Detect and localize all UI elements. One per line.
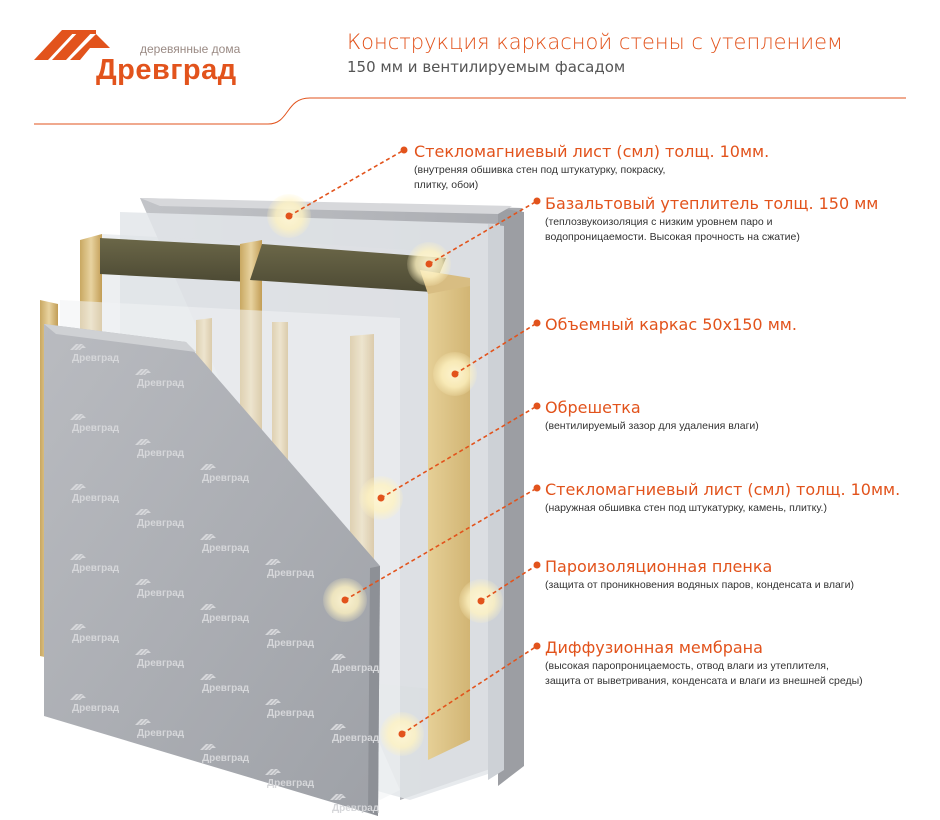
svg-text:Древград: Древград bbox=[267, 638, 315, 649]
svg-text:Древград: Древград bbox=[72, 493, 120, 504]
watermark-logo: Древград bbox=[330, 654, 380, 674]
watermark-logo: Древград bbox=[135, 369, 185, 389]
panel-watermarks: ДревградДревградДревградДревградДревград… bbox=[70, 344, 380, 814]
callouts bbox=[267, 146, 541, 756]
svg-text:Древград: Древград bbox=[72, 353, 120, 364]
svg-text:Древград: Древград bbox=[267, 708, 315, 719]
callout-end-dot-6 bbox=[533, 561, 541, 569]
svg-text:Древград: Древград bbox=[137, 378, 185, 389]
watermark-logo: Древград bbox=[135, 719, 185, 739]
outer-smlist-panel bbox=[44, 324, 380, 816]
callout-dot-2 bbox=[425, 260, 433, 268]
callout-dot-4 bbox=[377, 494, 385, 502]
brand-tagline: деревянные дома bbox=[140, 42, 241, 56]
watermark-logo: Древград bbox=[265, 699, 315, 719]
svg-text:Древград: Древград bbox=[137, 728, 185, 739]
watermark-logo: Древград bbox=[200, 534, 250, 554]
callout-leader-3 bbox=[454, 322, 538, 375]
svg-text:Древград: Древград bbox=[137, 658, 185, 669]
watermark-logo: Древград bbox=[135, 509, 185, 529]
callout-dot-1 bbox=[285, 212, 293, 220]
callout-leader-4 bbox=[380, 405, 538, 499]
layer-1-title: Стекломагниевый лист (смл) толщ. 10мм. bbox=[414, 142, 770, 161]
layer-5-desc-1: (наружная обшивка стен под штукатурку, к… bbox=[545, 502, 827, 514]
watermark-logo: Древград bbox=[135, 439, 185, 459]
watermark-logo: Древград bbox=[265, 629, 315, 649]
layer-7-title: Диффузионная мембрана bbox=[545, 638, 763, 657]
callout-leader-7 bbox=[401, 645, 538, 735]
callout-leader-5 bbox=[344, 487, 538, 601]
layer-3-title: Объемный каркас 50х150 мм. bbox=[545, 315, 797, 334]
layer-6-desc-1: (защита от проникновения водяных паров, … bbox=[545, 579, 854, 591]
layer-2-desc-2: водопроницаемости. Высокая прочность на … bbox=[545, 231, 800, 243]
watermark-logo: Древград bbox=[70, 414, 120, 434]
svg-text:Древград: Древград bbox=[332, 803, 380, 814]
callout-dot-3 bbox=[451, 370, 459, 378]
svg-text:Древград: Древград bbox=[202, 613, 250, 624]
watermark-logo: Древград bbox=[70, 484, 120, 504]
svg-text:Древград: Древград bbox=[202, 683, 250, 694]
watermark-logo: Древград bbox=[70, 624, 120, 644]
svg-text:Древград: Древград bbox=[137, 518, 185, 529]
svg-text:Древград: Древград bbox=[202, 753, 250, 764]
svg-text:Древград: Древград bbox=[202, 543, 250, 554]
svg-text:Древград: Древград bbox=[72, 703, 120, 714]
layer-7-desc-1: (высокая паропроницаемость, отвод влаги … bbox=[545, 660, 829, 672]
svg-text:Древград: Древград bbox=[332, 733, 380, 744]
layer-4-title: Обрешетка bbox=[545, 398, 641, 417]
layer-1-desc-2: плитку, обои) bbox=[414, 179, 479, 191]
svg-text:Древград: Древград bbox=[202, 473, 250, 484]
watermark-logo: Древград bbox=[200, 604, 250, 624]
svg-text:Древград: Древград bbox=[332, 663, 380, 674]
watermark-logo: Древград bbox=[70, 344, 120, 364]
callout-end-dot-1 bbox=[400, 146, 408, 154]
watermark-logo: Древград bbox=[330, 724, 380, 744]
logo-roof-icon bbox=[34, 30, 110, 60]
watermark-logo: Древград bbox=[70, 554, 120, 574]
watermark-logo: Древград bbox=[135, 649, 185, 669]
svg-text:Древград: Древград bbox=[267, 568, 315, 579]
svg-text:Древград: Древград bbox=[72, 633, 120, 644]
callout-end-dot-2 bbox=[533, 197, 541, 205]
watermark-logo: Древград bbox=[200, 464, 250, 484]
callout-dot-5 bbox=[341, 596, 349, 604]
watermark-logo: Древград bbox=[330, 794, 380, 814]
layer-5-title: Стекломагниевый лист (смл) толщ. 10мм. bbox=[545, 480, 901, 499]
callout-end-dot-4 bbox=[533, 402, 541, 410]
callout-dot-7 bbox=[398, 730, 406, 738]
svg-text:Древград: Древград bbox=[137, 448, 185, 459]
watermark-logo: Древград bbox=[200, 744, 250, 764]
callout-leader-1 bbox=[288, 149, 405, 217]
watermark-logo: Древград bbox=[265, 769, 315, 789]
layer-1-desc-1: (внутреняя обшивка стен под штукатурку, … bbox=[414, 164, 666, 176]
svg-text:Древград: Древград bbox=[72, 423, 120, 434]
callout-end-dot-3 bbox=[533, 319, 541, 327]
brand-name: Древград bbox=[96, 54, 237, 86]
layer-2-desc-1: (теплозвукоизоляция с низким уровнем пар… bbox=[545, 216, 773, 228]
layer-4-desc-1: (вентилируемый зазор для удаления влаги) bbox=[545, 420, 759, 432]
header-divider bbox=[34, 97, 906, 125]
svg-text:Древград: Древград bbox=[267, 778, 315, 789]
watermark-logo: Древград bbox=[70, 694, 120, 714]
watermark-logo: Древград bbox=[200, 674, 250, 694]
callout-end-dot-5 bbox=[533, 484, 541, 492]
layer-6-title: Пароизоляционная пленка bbox=[545, 557, 773, 576]
watermark-logo: Древград bbox=[135, 579, 185, 599]
callout-dot-6 bbox=[477, 597, 485, 605]
page-subtitle: 150 мм и вентилируемым фасадом bbox=[347, 58, 626, 76]
svg-text:Древград: Древград bbox=[137, 588, 185, 599]
layer-7-desc-2: защита от выветривания, конденсата и вла… bbox=[545, 675, 863, 687]
page-title: Конструкция каркасной стены с утеплением bbox=[347, 30, 843, 54]
svg-text:Древград: Древград bbox=[72, 563, 120, 574]
callout-end-dot-7 bbox=[533, 642, 541, 650]
watermark-logo: Древград bbox=[265, 559, 315, 579]
layer-2-title: Базальтовый утеплитель толщ. 150 мм bbox=[545, 194, 879, 213]
